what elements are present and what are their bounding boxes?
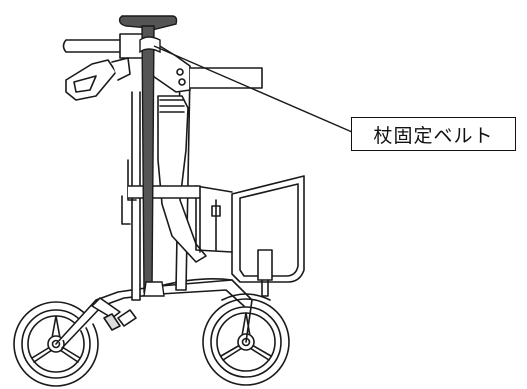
caster-connector: [257, 249, 273, 297]
callout-label: 杖固定ベルト: [373, 124, 494, 147]
basket: [195, 175, 305, 283]
cane-belt: [139, 36, 161, 54]
cane: [118, 15, 178, 297]
callout-leader-line: [153, 45, 353, 133]
seat-strap: [157, 95, 207, 263]
brake-lever: [65, 57, 131, 101]
callout-label-box: 杖固定ベルト: [351, 117, 516, 151]
